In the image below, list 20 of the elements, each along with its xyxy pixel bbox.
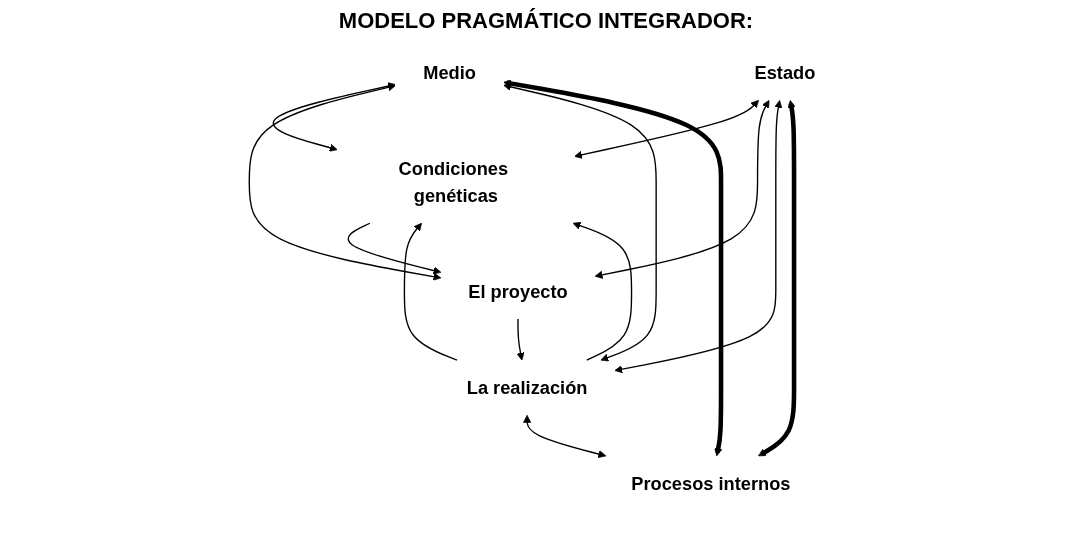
- arrow: [516, 318, 525, 361]
- arrow: [272, 82, 396, 152]
- arrow: [248, 83, 442, 281]
- node-text: Procesos internos: [631, 473, 791, 494]
- node-text: El proyecto: [468, 281, 568, 302]
- node-text: La realización: [466, 377, 588, 398]
- node-text: Condiciones genéticas: [398, 158, 509, 206]
- arrow: [574, 99, 759, 159]
- arrow: [503, 82, 657, 362]
- arrow: [347, 222, 442, 275]
- arrow: [523, 414, 607, 458]
- node-text: Estado: [754, 62, 816, 83]
- arrow: [572, 221, 633, 361]
- arrow: [758, 100, 797, 457]
- node-text: Medio: [423, 62, 476, 83]
- diagram-title: MODELO PRAGMÁTICO INTEGRADOR:: [337, 8, 755, 34]
- arrow: [594, 100, 770, 279]
- arrow: [403, 222, 458, 361]
- arrow: [614, 100, 783, 374]
- arrow: [503, 79, 724, 457]
